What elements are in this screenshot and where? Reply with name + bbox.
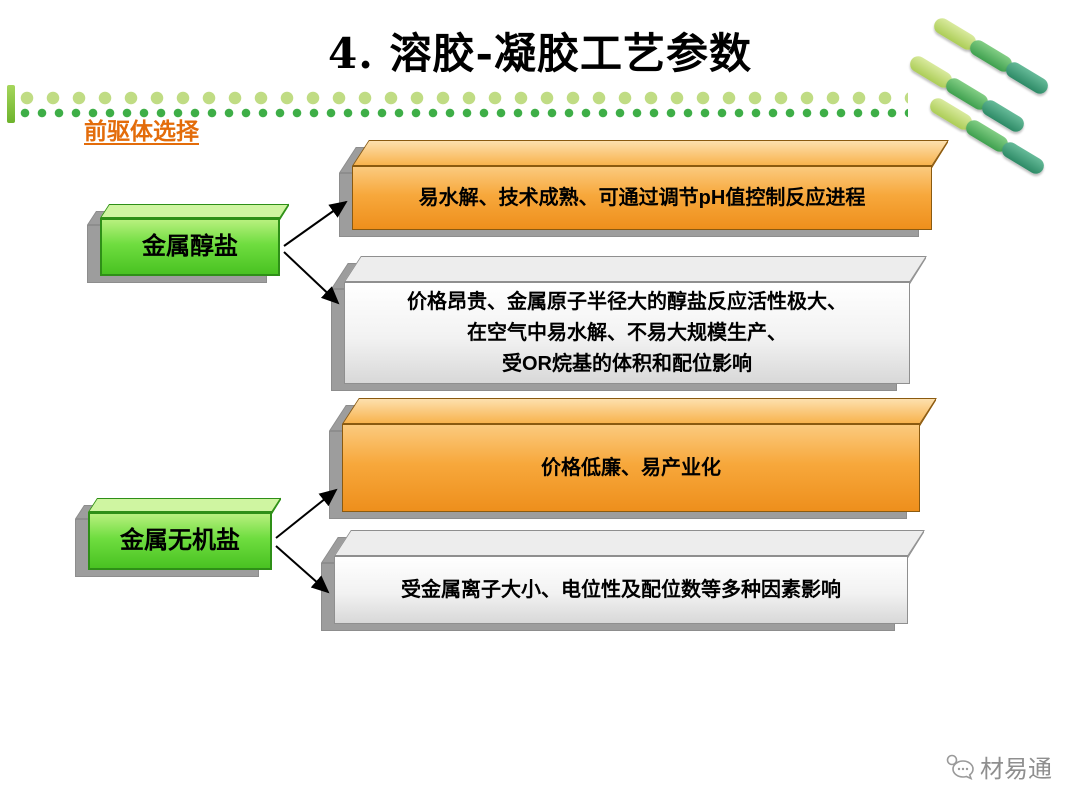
watermark-text: 材易通 xyxy=(980,756,1052,783)
box-text-line: 价格低廉、易产业化 xyxy=(541,456,721,479)
source-box-metal-alkoxide: 金属醇盐 xyxy=(87,203,290,283)
source-label: 金属无机盐 xyxy=(120,527,240,555)
watermark: 材易通 xyxy=(944,749,1052,784)
arrow-connector xyxy=(283,251,340,305)
source-label: 金属醇盐 xyxy=(142,233,238,261)
pill-icon xyxy=(1003,59,1051,97)
dots-row-large xyxy=(20,91,908,105)
box-text-line: 受OR烷基的体积和配位影响 xyxy=(502,352,752,375)
source-box-metal-inorganic-salt: 金属无机盐 xyxy=(75,497,282,577)
slide-title: 4. 溶胶-凝胶工艺参数 xyxy=(328,29,752,78)
pill-icon xyxy=(999,139,1047,177)
speech-bubbles-icon xyxy=(946,754,974,780)
alkoxide-disadvantage-box: 价格昂贵、金属原子半径大的醇盐反应活性极大、 在空气中易水解、不易大规模生产、 … xyxy=(331,256,927,391)
inorganic-advantage-box: 价格低廉、易产业化 xyxy=(329,398,937,519)
box-text-line: 受金属离子大小、电位性及配位数等多种因素影响 xyxy=(401,578,841,601)
box-text-line: 易水解、技术成熟、可通过调节pH值控制反应进程 xyxy=(418,186,866,209)
green-bar-decoration xyxy=(7,85,15,123)
inorganic-disadvantage-box: 受金属离子大小、电位性及配位数等多种因素影响 xyxy=(321,530,925,631)
dots-row-small xyxy=(20,108,908,118)
box-text-line: 在空气中易水解、不易大规模生产、 xyxy=(467,321,787,344)
box-text-line: 价格昂贵、金属原子半径大的醇盐反应活性极大、 xyxy=(407,290,847,313)
arrow-connector xyxy=(275,488,338,539)
section-label: 前驱体选择 xyxy=(84,118,199,144)
arrow-connector xyxy=(283,200,348,247)
alkoxide-advantage-box: 易水解、技术成熟、可通过调节pH值控制反应进程 xyxy=(339,140,949,237)
